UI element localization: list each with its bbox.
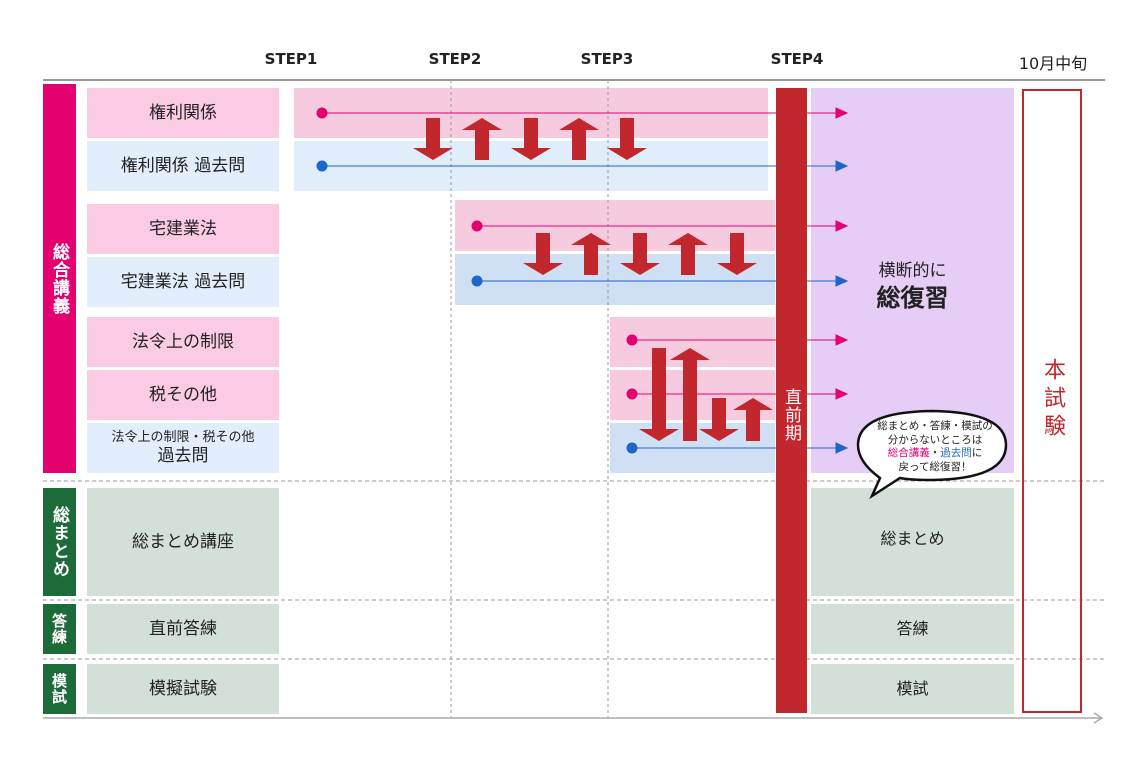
- arrow-up-icon: [668, 233, 708, 275]
- final-period-label: 直前期: [781, 388, 801, 442]
- bubble-highlight-lecture: 総合講義: [887, 447, 930, 460]
- section-summary: 総まとめ: [43, 488, 76, 596]
- row-mock: 模擬試験: [87, 664, 279, 714]
- row-tax: 税その他: [87, 370, 279, 420]
- right-drill: 答練: [811, 604, 1014, 654]
- section-drill: 答練: [43, 604, 76, 654]
- arrow-down-icon: [523, 233, 563, 275]
- section-lecture: 総合講義: [43, 84, 76, 473]
- speech-bubble-text: 総まとめ・答練・模試の 分からないところは 総合講義・過去問に 戻って総復習！: [862, 420, 1008, 475]
- deadline-label: 10月中旬: [1018, 54, 1088, 73]
- row-law-tax-past-line2: 過去問: [157, 445, 209, 466]
- section-mock: 模試: [43, 664, 76, 714]
- right-mock: 模試: [811, 664, 1014, 714]
- band-business-past: [455, 254, 775, 305]
- arrow-up-icon: [571, 233, 611, 275]
- review-line1: 横断的に: [878, 261, 947, 281]
- row-business-past: 宅建業法 過去問: [87, 257, 279, 307]
- row-rights: 権利関係: [87, 88, 279, 138]
- step2-label: STEP2: [428, 50, 482, 68]
- arrow-down-icon: [639, 348, 679, 441]
- row-law-tax-past-line1: 法令上の制限・税その他: [111, 430, 255, 445]
- bubble-suffix: に: [971, 447, 983, 460]
- bubble-highlight-past: 過去問: [940, 447, 972, 460]
- row-summary: 総まとめ講座: [87, 488, 279, 596]
- arrow-up-icon: [670, 348, 710, 441]
- row-business: 宅建業法: [87, 204, 279, 254]
- exchange-arrows: [413, 118, 773, 441]
- row-law-tax-past: 法令上の制限・税その他 過去問: [87, 423, 279, 473]
- exam-box: [1022, 89, 1082, 713]
- review-line2: 総復習: [876, 284, 949, 312]
- timeline-arrowhead: [1093, 712, 1104, 724]
- arrow-up-icon: [462, 118, 502, 160]
- step4-label: STEP4: [770, 50, 824, 68]
- bubble-line2: 分からないところは: [887, 433, 983, 446]
- bubble-sep: ・: [929, 447, 941, 460]
- arrow-down-icon: [607, 118, 647, 160]
- bubble-line1: 総まとめ・答練・模試の: [877, 420, 993, 432]
- exam-label: 本試験: [1040, 358, 1065, 442]
- arrow-up-icon: [733, 398, 773, 441]
- step3-label: STEP3: [580, 50, 634, 68]
- row-rights-past: 権利関係 過去問: [87, 141, 279, 191]
- row-drill: 直前答練: [87, 604, 279, 654]
- arrow-down-icon: [699, 398, 739, 441]
- right-summary: 総まとめ: [811, 488, 1014, 596]
- arrow-down-icon: [717, 233, 757, 275]
- arrow-down-icon: [413, 118, 453, 160]
- final-period-bar: [776, 88, 807, 713]
- step1-label: STEP1: [264, 50, 318, 68]
- arrow-down-icon: [511, 118, 551, 160]
- arrow-down-icon: [620, 233, 660, 275]
- bubble-line4: 戻って総復習！: [898, 460, 972, 473]
- row-law: 法令上の制限: [87, 317, 279, 367]
- arrow-up-icon: [559, 118, 599, 160]
